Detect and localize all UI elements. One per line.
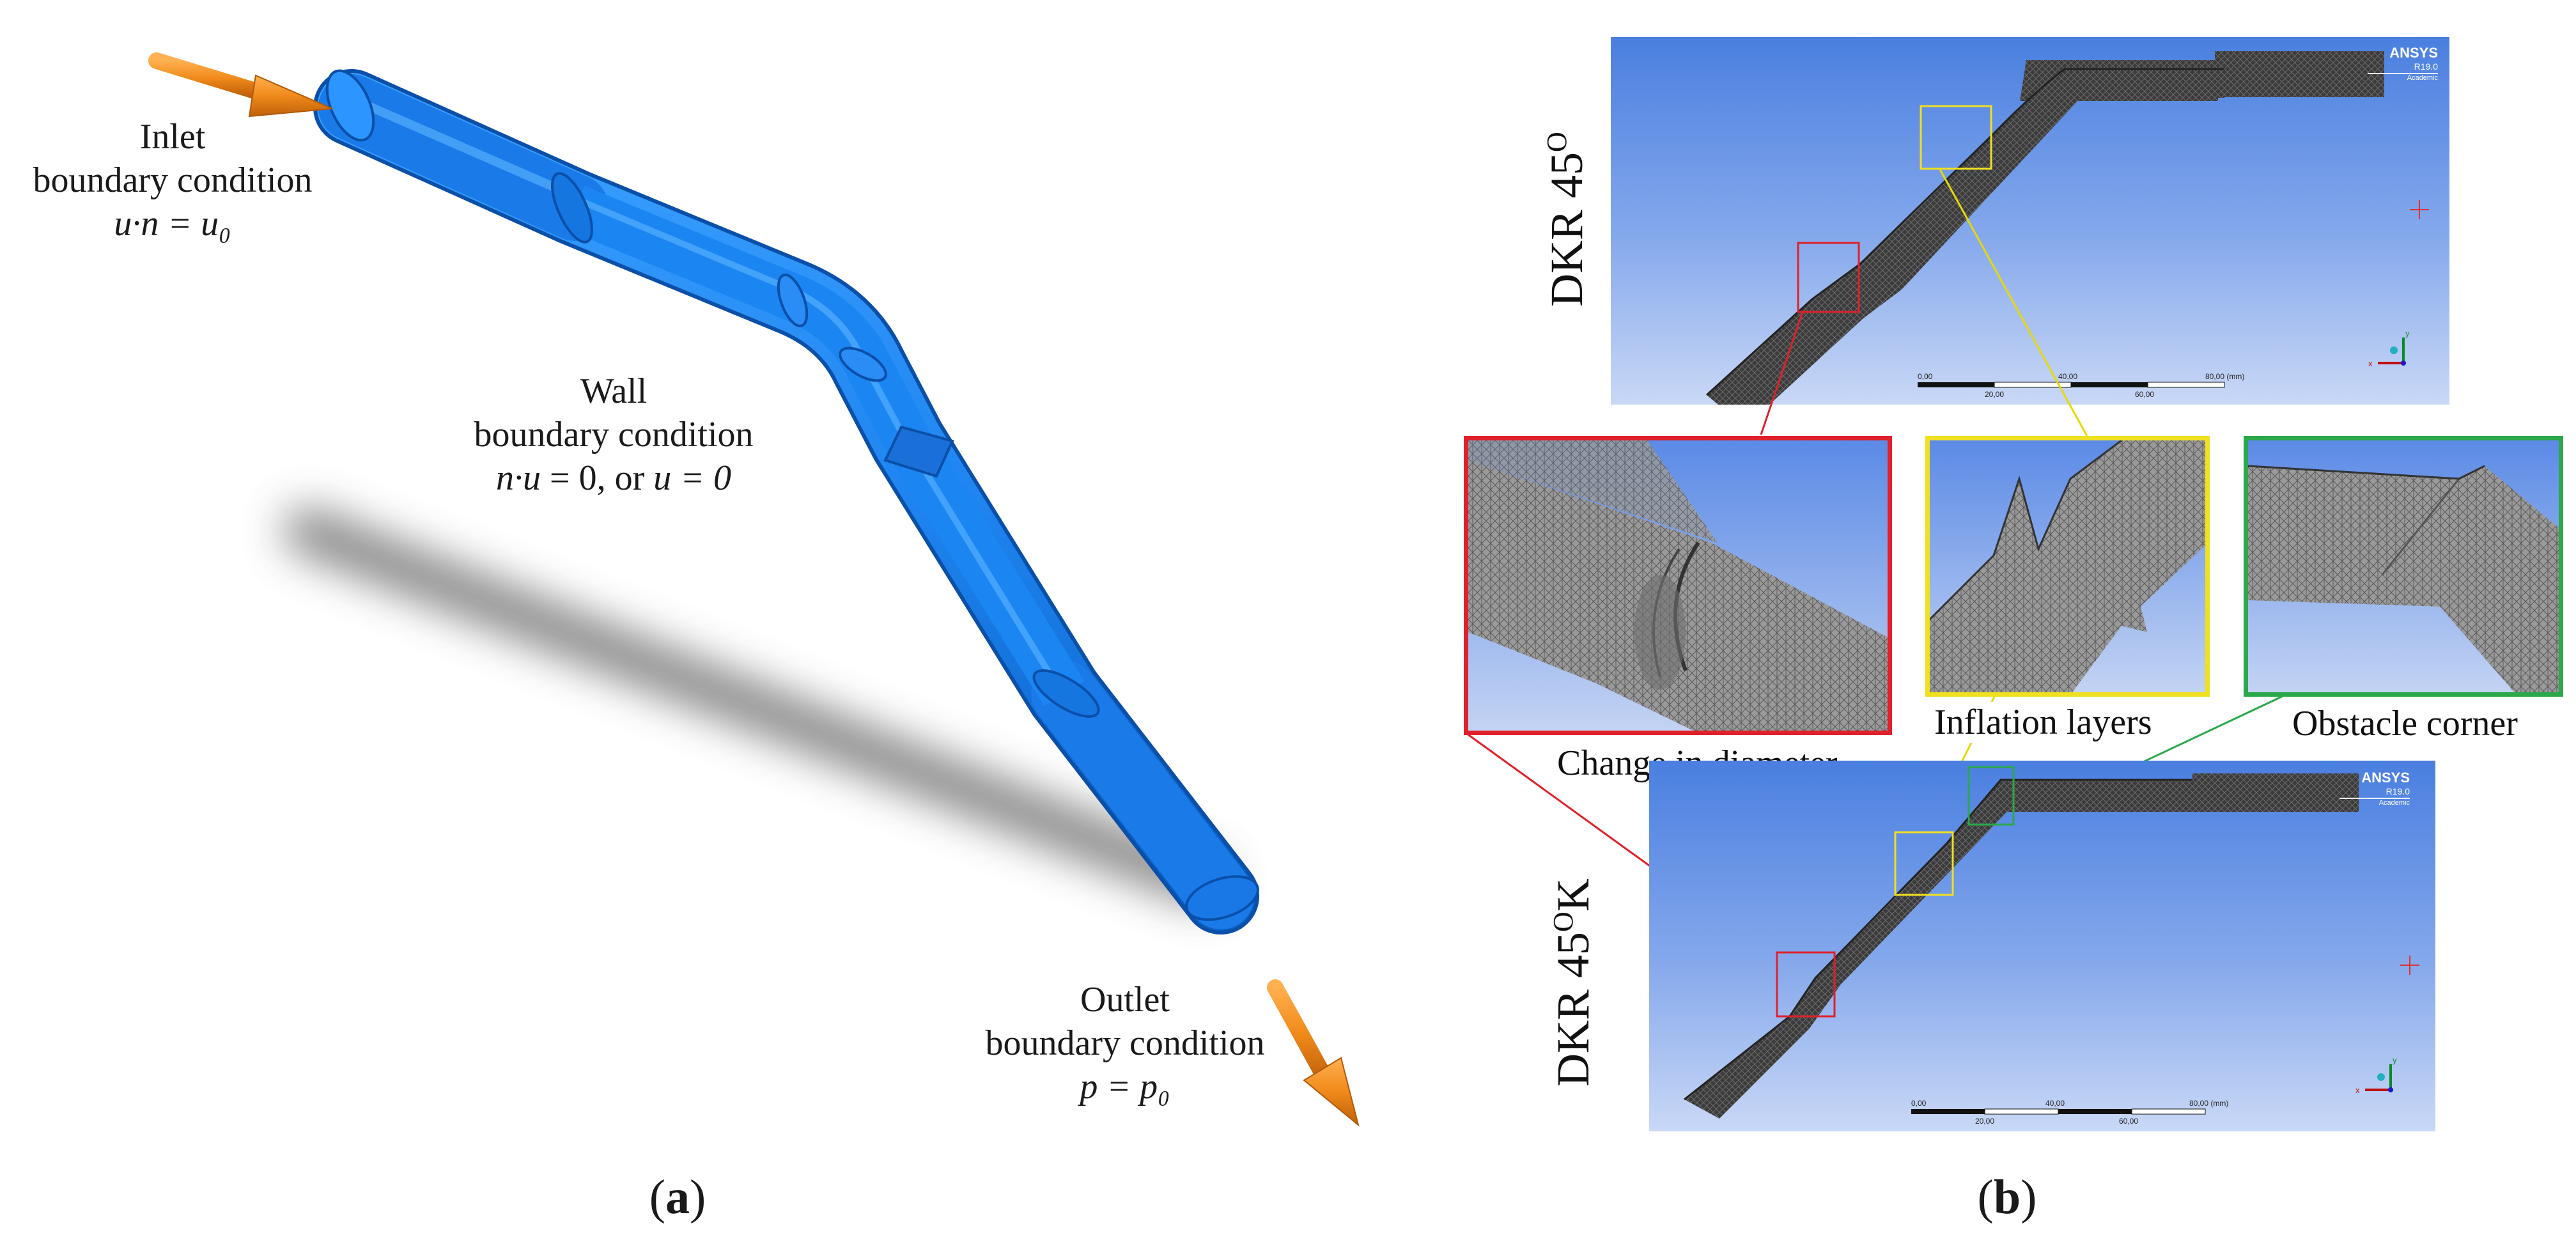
- scale-bar-top: 0,00 40,00 80,00 (mm) 20,00 60,00: [1918, 372, 2244, 399]
- wall-equation-mid: = 0, or: [540, 458, 654, 498]
- axis-y-label-top: y: [2405, 329, 2410, 338]
- inset-obstacle-corner: [2244, 436, 2563, 697]
- wall-equation-rhs: u = 0: [653, 458, 732, 498]
- outlet-title: Outlet: [1080, 980, 1170, 1020]
- scale-bottom-tick-60: 60,00: [2119, 1117, 2138, 1126]
- panel-a: Inlet boundary condition u·n = u₀ Wall b…: [19, 52, 1360, 1224]
- scale-top-tick-60: 60,00: [2135, 390, 2154, 399]
- caption-a: (a): [649, 1170, 706, 1224]
- highlight-box-yellow-bottom: [1894, 831, 1954, 896]
- pipe-obstacle: [883, 425, 954, 478]
- wall-subtitle: boundary condition: [474, 415, 754, 454]
- scale-top-tick-20: 20,00: [1985, 390, 2004, 399]
- scale-bottom-tick-40: 40,00: [2045, 1099, 2065, 1108]
- highlight-box-red-bottom: [1776, 951, 1836, 1018]
- inset-change-in-diameter: [1464, 436, 1892, 735]
- axis-triad-top: y x: [2368, 329, 2410, 368]
- scale-top-tick-0: 0,00: [1918, 372, 1933, 381]
- inset-label-inflation-layers: Inflation layers: [1930, 702, 2156, 743]
- pipe-step-ring-bottom: [1032, 669, 1100, 718]
- outlet-arrow-icon: [1267, 979, 1360, 1127]
- pipe-bend-ring: [777, 274, 809, 327]
- pipe-shadow: [284, 508, 1224, 904]
- outlet-label: Outlet boundary condition p = p₀: [959, 978, 1291, 1108]
- highlight-box-green-bottom: [1967, 766, 2015, 826]
- pipe-step-ring-top: [551, 172, 593, 244]
- inset-label-obstacle-corner: Obstacle corner: [2288, 703, 2522, 744]
- highlight-box-red-top: [1797, 242, 1860, 313]
- inset-inflation-layers: [1925, 436, 2210, 697]
- outlet-equation: p = p₀: [1080, 1067, 1170, 1106]
- mesh-view-bottom: y x 0,00 40,00 80,00 (mm) 20,00 60,00 AN…: [1649, 761, 2435, 1131]
- wall-equation: n·u = 0, or u = 0: [435, 456, 793, 500]
- axis-y-label-bottom: y: [2393, 1055, 2397, 1065]
- wall-equation-lhs: n·u: [495, 458, 541, 498]
- caption-b: (b): [1977, 1170, 2037, 1224]
- scale-bar-bottom: 0,00 40,00 80,00 (mm) 20,00 60,00: [1911, 1099, 2228, 1126]
- scale-bottom-tick-80: 80,00 (mm): [2189, 1099, 2228, 1108]
- pipe-3d-model: [148, 52, 1360, 1127]
- label-dkr45k: DKR 45OK: [1548, 878, 1599, 1087]
- pipe-inlet-cap: [325, 69, 375, 142]
- mesh-pipe-bottom: y x 0,00 40,00 80,00 (mm) 20,00 60,00: [1684, 766, 2419, 1126]
- wall-title: Wall: [580, 371, 648, 411]
- ansys-logo-bottom: ANSYS R19.0 Academic: [2339, 770, 2410, 807]
- axis-triad-bottom: y x: [2355, 1055, 2397, 1095]
- inlet-arrow-icon: [148, 52, 333, 118]
- axis-x-label-bottom: x: [2355, 1085, 2360, 1095]
- panel-b: y x 0,00 40,00 80,00 (mm) 20,00 60,00 AN…: [1438, 0, 2576, 1249]
- scale-bottom-tick-0: 0,00: [1911, 1099, 1927, 1108]
- scale-top-tick-80: 80,00 (mm): [2205, 372, 2244, 381]
- wall-label: Wall boundary condition n·u = 0, or u = …: [435, 369, 793, 500]
- scale-top-tick-40: 40,00: [2058, 372, 2077, 381]
- highlight-box-yellow-top: [1920, 105, 1992, 170]
- mesh-view-top: y x 0,00 40,00 80,00 (mm) 20,00 60,00 AN…: [1611, 37, 2449, 405]
- scale-bottom-tick-20: 20,00: [1975, 1117, 1994, 1126]
- inlet-title: Inlet: [139, 117, 206, 157]
- pipe-outlet-cap: [1185, 875, 1259, 921]
- mesh-pipe-top: y x 0,00 40,00 80,00 (mm) 20,00 60,00: [1705, 51, 2429, 405]
- axis-x-label-top: x: [2368, 359, 2373, 368]
- pipe-bend-ring-2: [839, 346, 887, 382]
- inlet-label: Inlet boundary condition u·n = u₀: [19, 115, 326, 245]
- ansys-logo-top: ANSYS R19.0 Academic: [2368, 45, 2438, 82]
- label-dkr45: DKR 45O: [1541, 132, 1592, 307]
- inlet-equation: u·n = u₀: [114, 204, 231, 244]
- outlet-subtitle: boundary condition: [985, 1023, 1265, 1063]
- inlet-subtitle: boundary condition: [33, 160, 313, 200]
